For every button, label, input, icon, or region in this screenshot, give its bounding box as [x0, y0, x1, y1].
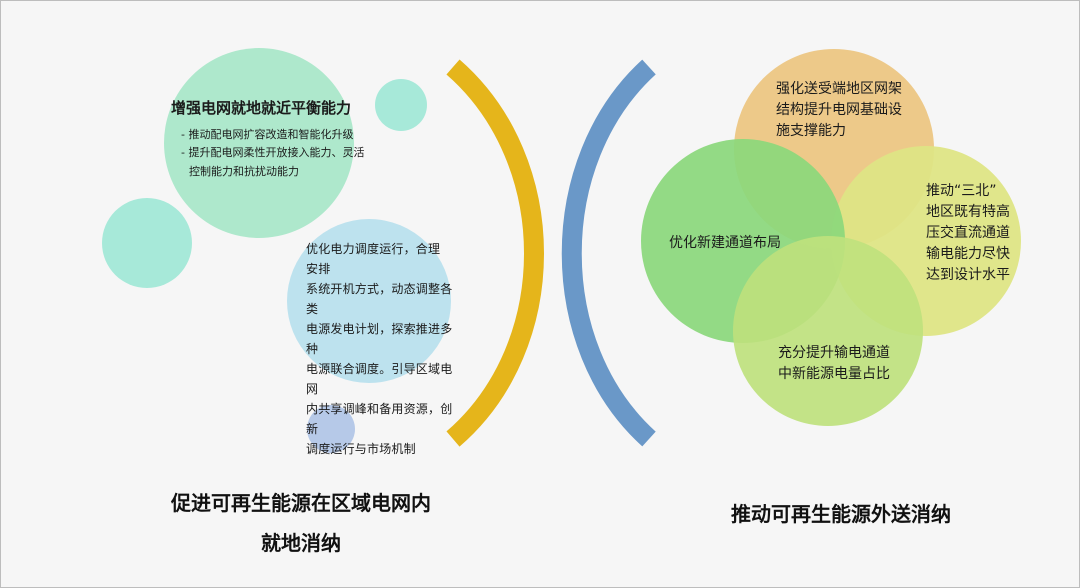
yellow-line-3: 压交直流通道 — [926, 225, 1010, 241]
lime-circle-text: 充分提升输电通道 中新能源电量占比 — [778, 343, 908, 385]
yellow-line-5: 达到设计水平 — [926, 267, 1010, 283]
left-caption-line-2: 就地消纳 — [261, 531, 341, 555]
left-green-bullet-2: - 提升配电网柔性开放接入能力、灵活 — [181, 146, 365, 159]
lime-line-1: 充分提升输电通道 — [778, 345, 890, 361]
blue-circle-paragraph: 优化电力调度运行，合理 安排 系统开机方式，动态调整各类 电源发电计划，探索推进… — [306, 239, 456, 459]
lime-line-2: 中新能源电量占比 — [778, 366, 890, 382]
left-green-bullet-1: - 推动配电网扩容改造和智能化升级 — [181, 128, 354, 141]
right-caption: 推动可再生能源外送消纳 — [731, 502, 951, 526]
lime-circle — [733, 236, 923, 426]
orange-line-3: 施支撑能力 — [776, 123, 846, 139]
blue-line-3: 电源发电计划，探索推进多种 — [306, 322, 453, 356]
light-blue-circle — [287, 219, 451, 383]
green-circle-text: 优化新建通道布局 — [669, 235, 781, 251]
orange-circle-text: 强化送受端地区网架 结构提升电网基础设 施支撑能力 — [776, 79, 916, 142]
blue-line-4: 电源联合调度。引导区域电网 — [306, 362, 453, 396]
left-green-circle — [164, 48, 354, 238]
yellow-line-2: 地区既有特高 — [926, 204, 1010, 220]
orange-line-2: 结构提升电网基础设 — [776, 102, 902, 118]
mint-circle — [375, 79, 427, 131]
blue-line-2: 系统开机方式，动态调整各类 — [306, 282, 453, 316]
blue-arc — [561, 59, 656, 447]
left-green-title: 增强电网就地就近平衡能力 — [171, 99, 352, 117]
yellow-line-4: 输电能力尽快 — [926, 246, 1010, 262]
yellow-circle-text: 推动“三北” 地区既有特高 压交直流通道 输电能力尽快 达到设计水平 — [926, 181, 1026, 286]
orange-line-1: 强化送受端地区网架 — [776, 81, 902, 97]
gold-arc — [446, 59, 544, 447]
periwinkle-circle — [307, 405, 355, 453]
blue-line-5: 内共享调峰和备用资源，创新 — [306, 402, 453, 436]
left-caption: 促进可再生能源在区域电网内 就地消纳 — [101, 483, 501, 563]
yellow-line-1: 推动“三北” — [926, 183, 997, 199]
blue-line-6: 调度运行与市场机制 — [306, 442, 416, 456]
left-green-bullet-2-cont: 控制能力和抗扰动能力 — [189, 165, 299, 178]
left-caption-line-1: 促进可再生能源在区域电网内 — [171, 491, 431, 515]
left-mint-small-circle — [102, 198, 192, 288]
blue-line-1: 优化电力调度运行，合理 安排 — [306, 242, 441, 276]
